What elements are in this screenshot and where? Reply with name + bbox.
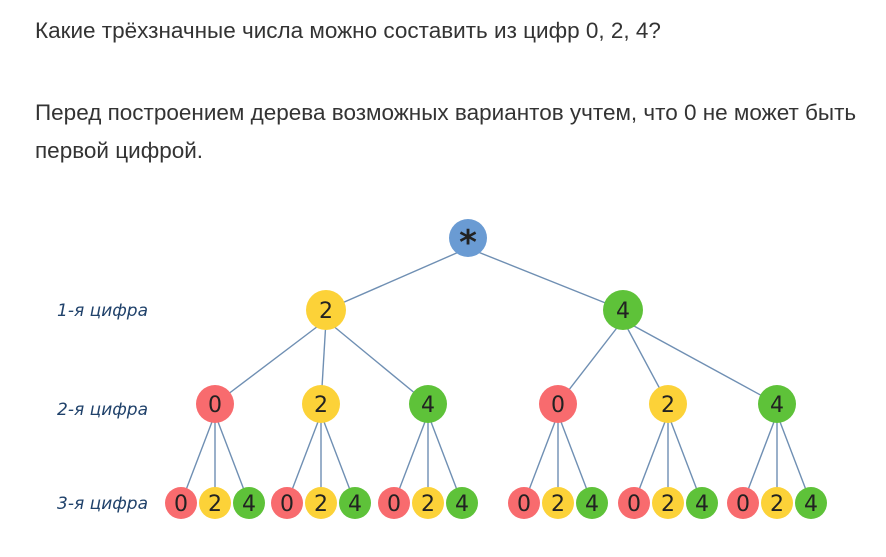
third-digit-node-222-circle: [305, 487, 337, 519]
edge-2-to-4: [325, 319, 429, 405]
third-digit-node-204-circle: [233, 487, 265, 519]
first-digit-node-4: 4: [603, 290, 643, 330]
second-digit-node-40: 0: [539, 385, 577, 423]
edge-2-to-0: [214, 319, 327, 405]
second-digit-node-40-label: 0: [551, 393, 565, 418]
third-digit-node-220-circle: [271, 487, 303, 519]
third-digit-node-202-circle: [199, 487, 231, 519]
second-digit-node-22-label: 2: [314, 393, 328, 418]
third-digit-node-440: 0: [727, 487, 759, 519]
third-digit-node-242: 2: [412, 487, 444, 519]
third-digit-node-220-label: 0: [280, 492, 294, 517]
third-digit-node-444-label: 4: [804, 492, 818, 517]
edge-root-to-4: [467, 247, 624, 311]
third-digit-node-404-circle: [576, 487, 608, 519]
second-digit-node-42: 2: [649, 385, 687, 423]
third-digit-node-244-circle: [446, 487, 478, 519]
first-digit-node-4-circle: [603, 290, 643, 330]
third-digit-node-440-label: 0: [736, 492, 750, 517]
root-node-circle: [449, 219, 487, 257]
third-digit-node-244-label: 4: [455, 492, 469, 517]
edge-4-to-4: [622, 319, 778, 405]
second-digit-node-24-circle: [409, 385, 447, 423]
third-digit-node-422-label: 2: [661, 492, 675, 517]
level-label-3: 3-я цифра: [57, 494, 148, 514]
edge-root-to-2: [325, 247, 469, 311]
third-digit-node-402: 2: [542, 487, 574, 519]
root-node-label: *: [459, 223, 477, 263]
second-digit-node-44-circle: [758, 385, 796, 423]
third-digit-node-442-circle: [761, 487, 793, 519]
second-digit-node-24: 4: [409, 385, 447, 423]
second-digit-node-20-circle: [196, 385, 234, 423]
third-digit-node-444: 4: [795, 487, 827, 519]
third-digit-node-202: 2: [199, 487, 231, 519]
third-digit-node-242-circle: [412, 487, 444, 519]
third-digit-node-200-circle: [165, 487, 197, 519]
third-digit-node-220: 0: [271, 487, 303, 519]
third-digit-node-404: 4: [576, 487, 608, 519]
third-digit-node-444-circle: [795, 487, 827, 519]
third-digit-node-200: 0: [165, 487, 197, 519]
second-digit-node-44: 4: [758, 385, 796, 423]
third-digit-node-442: 2: [761, 487, 793, 519]
third-digit-node-400-label: 0: [517, 492, 531, 517]
third-digit-node-442-label: 2: [770, 492, 784, 517]
third-digit-node-422: 2: [652, 487, 684, 519]
explanation-paragraph: Перед построением дерева возможных вариа…: [35, 100, 857, 163]
third-digit-node-224-circle: [339, 487, 371, 519]
second-digit-node-44-label: 4: [770, 393, 784, 418]
third-digit-node-424-circle: [686, 487, 718, 519]
third-digit-node-204: 4: [233, 487, 265, 519]
third-digit-node-400: 0: [508, 487, 540, 519]
third-digit-node-420-circle: [618, 487, 650, 519]
third-digit-node-422-circle: [652, 487, 684, 519]
third-digit-node-404-label: 4: [585, 492, 599, 517]
second-digit-node-24-label: 4: [421, 393, 435, 418]
second-digit-node-22: 2: [302, 385, 340, 423]
third-digit-node-202-label: 2: [208, 492, 222, 517]
level-label-1: 1-я цифра: [57, 301, 148, 321]
third-digit-node-222: 2: [305, 487, 337, 519]
third-digit-node-222-label: 2: [314, 492, 328, 517]
third-digit-node-244: 4: [446, 487, 478, 519]
third-digit-node-402-circle: [542, 487, 574, 519]
third-digit-node-224-label: 4: [348, 492, 362, 517]
third-digit-node-200-label: 0: [174, 492, 188, 517]
third-digit-node-420-label: 0: [627, 492, 641, 517]
second-digit-node-22-circle: [302, 385, 340, 423]
third-digit-node-240-circle: [378, 487, 410, 519]
second-digit-node-20: 0: [196, 385, 234, 423]
level-label-2: 2-я цифра: [57, 400, 148, 420]
third-digit-node-424-label: 4: [695, 492, 709, 517]
question-text: Какие трёхзначные числа можно составить …: [35, 18, 661, 43]
second-digit-node-42-circle: [649, 385, 687, 423]
first-digit-node-4-label: 4: [616, 299, 630, 324]
first-digit-node-2-circle: [306, 290, 346, 330]
third-digit-node-420: 0: [618, 487, 650, 519]
third-digit-node-204-label: 4: [242, 492, 256, 517]
third-digit-node-242-label: 2: [421, 492, 435, 517]
third-digit-node-440-circle: [727, 487, 759, 519]
second-digit-node-40-circle: [539, 385, 577, 423]
second-digit-node-42-label: 2: [661, 393, 675, 418]
third-digit-node-402-label: 2: [551, 492, 565, 517]
root-node: *: [449, 219, 487, 263]
third-digit-node-240: 0: [378, 487, 410, 519]
third-digit-node-400-circle: [508, 487, 540, 519]
third-digit-node-224: 4: [339, 487, 371, 519]
first-digit-node-2-label: 2: [319, 299, 333, 324]
third-digit-node-240-label: 0: [387, 492, 401, 517]
second-digit-node-20-label: 0: [208, 393, 222, 418]
first-digit-node-2: 2: [306, 290, 346, 330]
third-digit-node-424: 4: [686, 487, 718, 519]
